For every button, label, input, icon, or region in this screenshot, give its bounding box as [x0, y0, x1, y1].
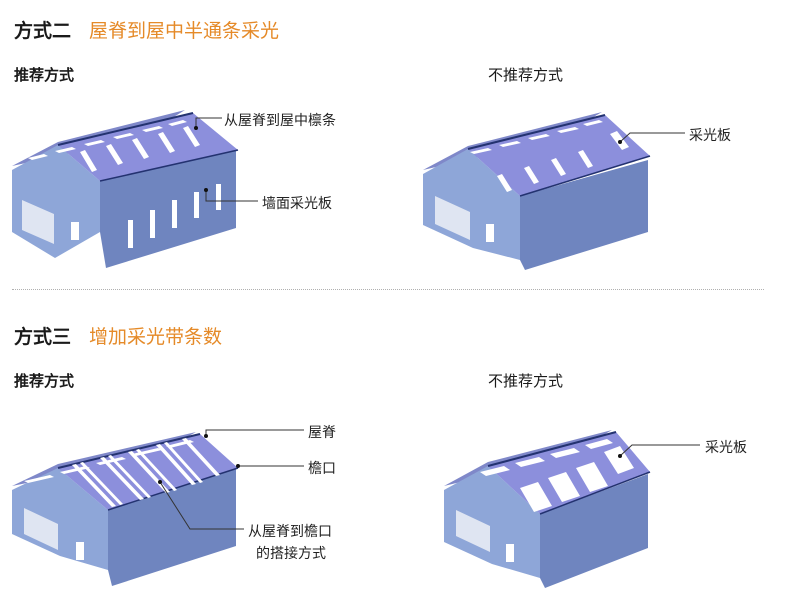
- b2-back-skylights: [470, 120, 603, 154]
- s2-recommended-label: 推荐方式: [14, 372, 75, 390]
- section-2-header: 方式三增加采光带条数: [14, 322, 222, 349]
- b1-small-door: [71, 222, 79, 240]
- b2-eave-line: [519, 155, 651, 197]
- callout-s1-skylight: 采光板: [689, 128, 731, 144]
- section-divider: [12, 289, 764, 290]
- leader-s2-lap: [159, 481, 244, 530]
- callout-dots: [158, 126, 622, 484]
- b2-ridge-line: [467, 114, 606, 150]
- callout-s2-skylight: 采光板: [705, 440, 747, 456]
- leader-s1-wall: [205, 190, 258, 202]
- b4-side-wall: [540, 474, 648, 588]
- b4-eave-line: [539, 471, 651, 515]
- callout-lap-line-2: 的搭接方式: [256, 546, 326, 562]
- leader-s1-top: [195, 117, 222, 128]
- b3-door: [24, 508, 58, 550]
- b3-small-door: [76, 542, 84, 560]
- callout-wall-skylight: 墙面采光板: [262, 196, 332, 212]
- leader-s2-ridge: [205, 429, 304, 436]
- b1-ridge-line: [57, 112, 194, 146]
- leader-s2-right: [619, 444, 700, 457]
- b1-back-skylights: [28, 120, 187, 160]
- b2-front-roof: [468, 115, 650, 196]
- building-3: [12, 432, 239, 586]
- section-2-title: 方式三: [14, 326, 72, 348]
- s1-recommended-label: 推荐方式: [14, 66, 75, 84]
- b4-ridge-line: [487, 431, 617, 467]
- s2-not-recommended-label: 不推荐方式: [488, 372, 564, 390]
- building-4: [444, 430, 651, 588]
- leader-s1-right: [619, 132, 685, 143]
- b3-ridge-line: [57, 433, 201, 469]
- callout-ridge: 屋脊: [308, 425, 336, 441]
- building-1: [12, 110, 239, 268]
- b2-gable-wall: [423, 149, 520, 260]
- b3-side-wall: [108, 468, 236, 586]
- b1-front-skylights: [80, 126, 200, 172]
- b2-door: [435, 196, 470, 240]
- b4-door: [456, 510, 490, 552]
- b4-gable-wall: [444, 466, 540, 578]
- section-1-title: 方式二: [14, 20, 72, 42]
- b2-small-door: [486, 224, 494, 242]
- b4-back-skylights: [480, 439, 613, 476]
- b4-front-skylights: [520, 446, 634, 512]
- s1-not-recommended-label: 不推荐方式: [488, 66, 564, 84]
- callout-lap-line-1: 从屋脊到檐口: [248, 524, 332, 540]
- b1-front-roof: [58, 113, 238, 181]
- b4-small-door: [506, 544, 514, 562]
- b1-eave-line: [99, 149, 239, 182]
- section-1-subtitle: 屋脊到屋中半通条采光: [89, 20, 280, 42]
- b1-wall-skylights: [128, 184, 221, 248]
- callout-eave: 檐口: [308, 461, 336, 477]
- b1-door: [22, 200, 54, 244]
- section-2-subtitle: 增加采光带条数: [89, 326, 223, 348]
- callout-ridge-to-mid-purlin: 从屋脊到屋中檩条: [224, 113, 336, 129]
- section-1-header: 方式二屋脊到屋中半通条采光: [14, 16, 279, 43]
- b1-side-wall: [100, 150, 236, 268]
- building-2: [423, 112, 651, 270]
- b2-side-wall: [520, 160, 648, 270]
